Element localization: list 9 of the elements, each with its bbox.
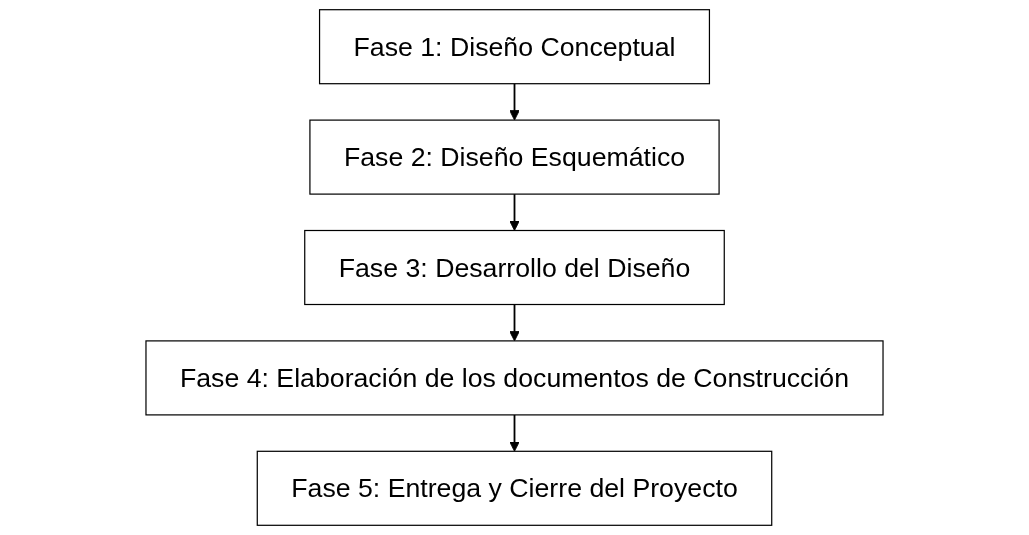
arrow xyxy=(509,303,520,342)
arrow xyxy=(509,193,520,231)
node-box: Fase 5: Entrega y Cierre del Proyecto xyxy=(256,450,773,526)
node-box: Fase 1: Diseño Conceptual xyxy=(318,9,711,85)
node-box: Fase 2: Diseño Esquemático xyxy=(309,119,720,195)
arrow xyxy=(509,82,520,121)
node-box: Fase 3: Desarrollo del Diseño xyxy=(304,229,725,306)
node-box: Fase 4: Elaboración de los documentos de Construcción xyxy=(145,340,884,416)
arrow xyxy=(509,414,520,452)
